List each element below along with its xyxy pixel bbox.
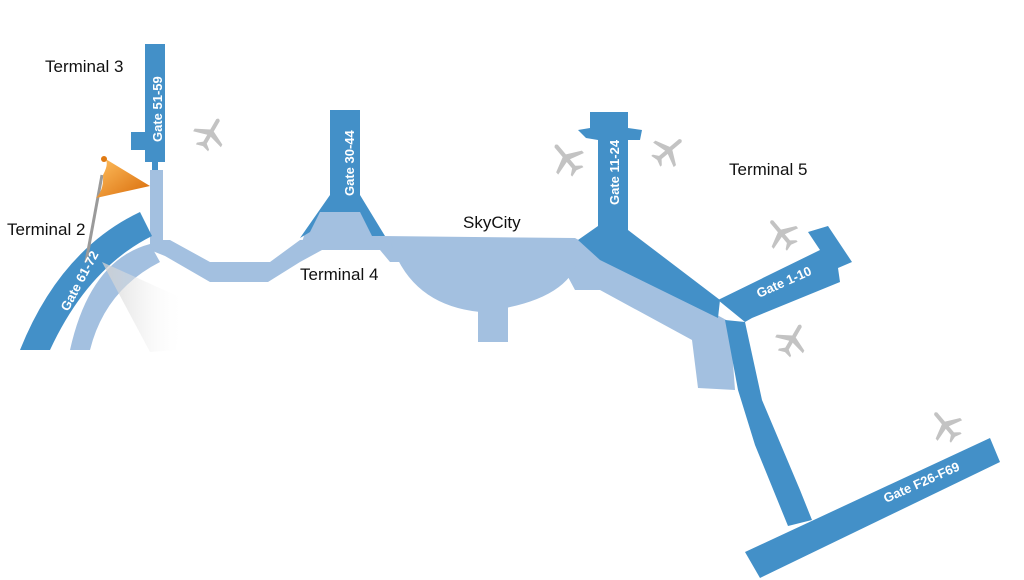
light-concourse	[70, 212, 735, 390]
gate-51-59-label: Gate 51-59	[150, 76, 165, 142]
airplane-icon	[770, 316, 815, 362]
flag-pin-icon	[84, 156, 186, 352]
airplane-icon	[645, 127, 692, 174]
terminal-4-label: Terminal 4	[300, 265, 378, 284]
gate-30-44-label: Gate 30-44	[342, 129, 357, 196]
terminal-5-label: Terminal 5	[729, 160, 807, 179]
gate-11-24-label: Gate 11-24	[607, 139, 622, 205]
terminal-labels: Terminal 3 Terminal 2 Terminal 4 SkyCity…	[7, 57, 807, 284]
terminal-2-label: Terminal 2	[7, 220, 85, 239]
skycity-label: SkyCity	[463, 213, 521, 232]
airplane-icon	[188, 110, 233, 156]
terminal-3-label: Terminal 3	[45, 57, 123, 76]
dark-concourse	[20, 44, 1000, 578]
airplane-icon	[758, 210, 805, 257]
airplane-icon	[542, 134, 591, 183]
airplane-icon	[922, 402, 969, 449]
